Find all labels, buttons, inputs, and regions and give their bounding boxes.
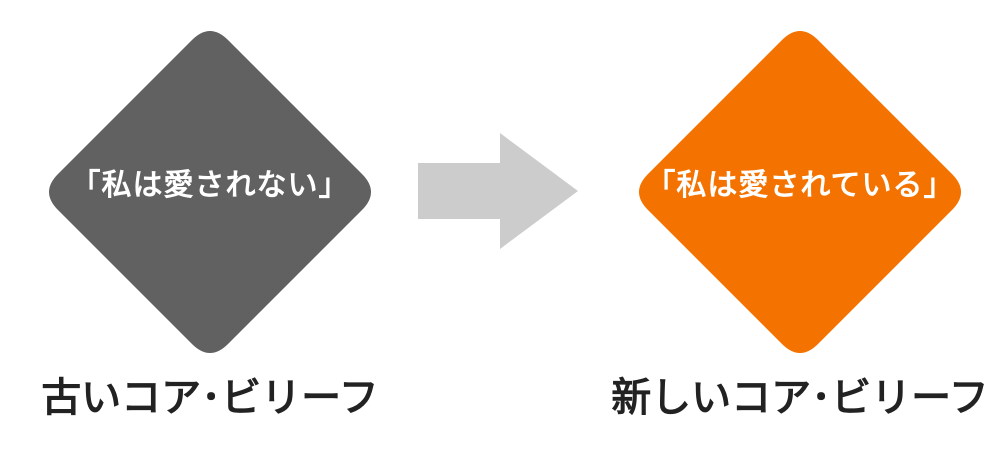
old-belief-statement: 「私は愛されない」 — [70, 168, 350, 203]
new-belief-diamond — [639, 31, 961, 353]
new-belief-statement: 「私は愛されている」 — [645, 168, 955, 203]
arrow-right-icon — [418, 133, 578, 249]
new-belief-caption: 新しいコア･ビリーフ — [611, 374, 989, 421]
old-belief-diamond — [49, 31, 371, 353]
old-belief-caption: 古いコア･ビリーフ — [41, 374, 379, 421]
